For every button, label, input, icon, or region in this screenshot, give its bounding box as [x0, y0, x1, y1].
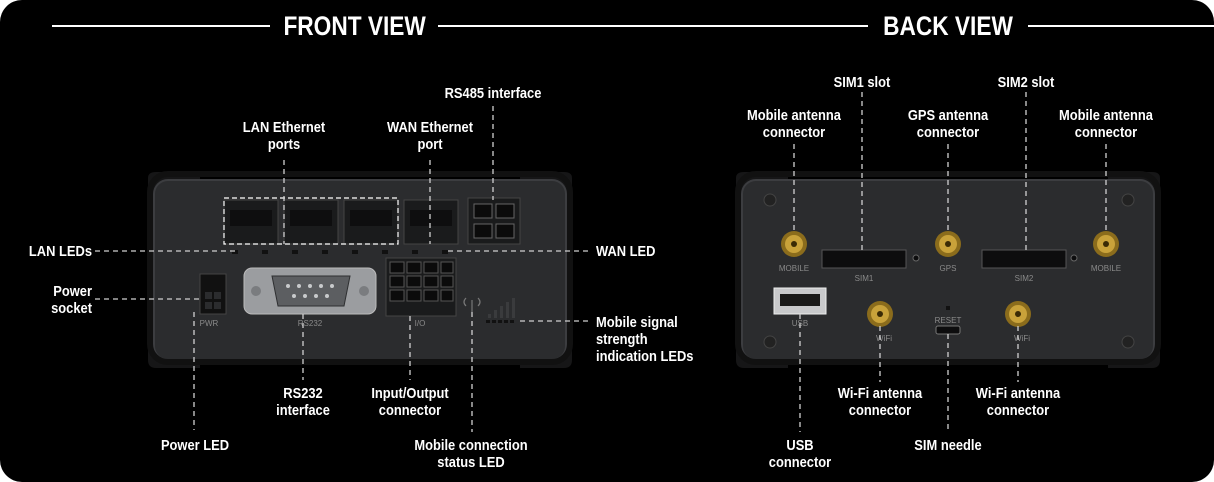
- power-led-label: Power LED: [160, 437, 230, 454]
- front-leader-lines: [95, 106, 590, 432]
- mobile-connection-status-led-label: Mobile connection status LED: [414, 437, 528, 471]
- sim1-eject-hole: [912, 254, 920, 262]
- reset-led: [946, 306, 950, 310]
- gps-print: GPS: [940, 264, 957, 273]
- usb-connector-label: USB connector: [768, 437, 832, 471]
- sim1-print: SIM1: [855, 274, 874, 283]
- back-view-heading: BACK VIEW: [883, 11, 1013, 41]
- reset-print: RESET: [935, 316, 962, 325]
- power-socket-label: Power socket: [51, 283, 92, 317]
- mobile-antenna-connector-right-label: Mobile antenna connector: [1059, 107, 1153, 141]
- mobile-antenna-connector-left-label: Mobile antenna connector: [747, 107, 841, 141]
- reset-button: [935, 325, 961, 335]
- rs232-print: RS232: [298, 319, 323, 328]
- mobile-signal-leds: [486, 320, 514, 323]
- io-print: I/O: [415, 319, 426, 328]
- back-leader-lines: [793, 92, 1107, 432]
- front-housing-outline: [147, 171, 573, 365]
- front-view-heading: FRONT VIEW: [283, 11, 426, 41]
- wan-ethernet-port: [403, 199, 459, 245]
- power-socket: [199, 273, 227, 315]
- sim-needle-label: SIM needle: [914, 437, 982, 454]
- sim2-eject-hole: [1070, 254, 1078, 262]
- wifi-print-left: WiFi: [876, 334, 892, 343]
- signal-antenna-icon: [463, 297, 481, 312]
- sim2-slot: [981, 249, 1067, 269]
- wifi-print-right: WiFi: [1014, 334, 1030, 343]
- sim1-slot: [821, 249, 907, 269]
- rs485-interface-label: RS485 interface: [444, 85, 542, 102]
- mobile-print-left: MOBILE: [779, 264, 809, 273]
- mobile-antenna-connector-left: [781, 231, 807, 257]
- sim2-slot-label: SIM2 slot: [997, 74, 1055, 91]
- sim2-print: SIM2: [1015, 274, 1034, 283]
- wan-ethernet-port-label: WAN Ethernet port: [386, 119, 473, 153]
- lan-wan-led-row: [232, 250, 448, 254]
- rs232-interface-label: RS232 interface: [276, 385, 330, 419]
- lan-ethernet-ports: [223, 199, 399, 245]
- wifi-antenna-connector-right: [1005, 301, 1031, 327]
- sim1-slot-label: SIM1 slot: [833, 74, 891, 91]
- signal-bars-icon: [488, 298, 515, 318]
- mobile-antenna-connector-right: [1093, 231, 1119, 257]
- lan-ports-highlight: [223, 197, 399, 245]
- pwr-print: PWR: [200, 319, 219, 328]
- rs485-connector: [467, 197, 521, 245]
- lan-ethernet-ports-label: LAN Ethernet ports: [242, 119, 326, 153]
- gps-antenna-connector: [935, 231, 961, 257]
- usb-port: [773, 287, 827, 315]
- wan-led-label: WAN LED: [596, 243, 656, 260]
- mobile-print-right: MOBILE: [1091, 264, 1121, 273]
- wifi-antenna-connector-right-label: Wi-Fi antenna connector: [975, 385, 1061, 419]
- rs232-connector: [243, 267, 377, 315]
- io-connector: [385, 257, 457, 317]
- wifi-antenna-connector-left: [867, 301, 893, 327]
- back-screws: [763, 193, 1135, 349]
- input-output-connector-label: Input/Output connector: [371, 385, 449, 419]
- gps-antenna-connector-label: GPS antenna connector: [907, 107, 989, 141]
- mobile-signal-leds-label: Mobile signal strength indication LEDs: [596, 314, 694, 365]
- lan-leds-label: LAN LEDs: [28, 243, 92, 260]
- wifi-antenna-connector-left-label: Wi-Fi antenna connector: [837, 385, 923, 419]
